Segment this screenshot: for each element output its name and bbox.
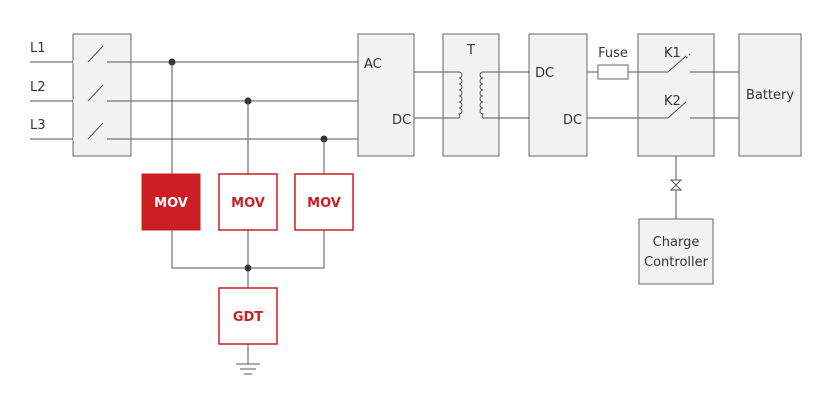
k2-label: K2 bbox=[664, 94, 681, 109]
contactor-block bbox=[637, 33, 715, 157]
charge-controller-block bbox=[638, 218, 714, 285]
rectifier-block bbox=[357, 33, 415, 157]
battery-block bbox=[738, 33, 802, 157]
gdt-label: GDT bbox=[233, 310, 263, 325]
mov-3-box bbox=[294, 173, 354, 231]
diode-icon bbox=[669, 179, 683, 191]
rectifier-ac-label: AC bbox=[364, 57, 382, 72]
battery-label: Battery bbox=[746, 88, 794, 103]
coil-icon bbox=[443, 71, 499, 119]
dcdc-out-label: DC bbox=[563, 113, 582, 128]
gdt-box bbox=[218, 287, 278, 345]
junction-dot-bus bbox=[244, 264, 252, 272]
dcdc-block bbox=[528, 33, 588, 157]
contact-icon bbox=[638, 53, 714, 119]
charge-controller-line2: Controller bbox=[644, 255, 709, 270]
rectifier-dc-label: DC bbox=[392, 113, 411, 128]
l3-label: L3 bbox=[30, 118, 46, 133]
mov-2-label: MOV bbox=[231, 196, 265, 211]
l2-label: L2 bbox=[30, 80, 46, 95]
dcdc-in-label: DC bbox=[535, 66, 554, 81]
ground-icon bbox=[236, 363, 260, 375]
mov-3-label: MOV bbox=[307, 196, 341, 211]
transformer-block bbox=[442, 33, 500, 157]
mov-1-box bbox=[141, 173, 201, 231]
fuse-box bbox=[597, 64, 629, 80]
breaker-switch-icon bbox=[73, 45, 131, 141]
mov-2-box bbox=[218, 173, 278, 231]
mov-1-label: MOV bbox=[154, 196, 188, 211]
l1-label: L1 bbox=[30, 41, 46, 56]
transformer-label: T bbox=[466, 43, 475, 58]
k1-label: K1 bbox=[664, 46, 681, 61]
fuse-label: Fuse bbox=[598, 46, 628, 61]
breaker-block bbox=[72, 33, 132, 157]
charge-controller-line1: Charge bbox=[653, 235, 700, 250]
